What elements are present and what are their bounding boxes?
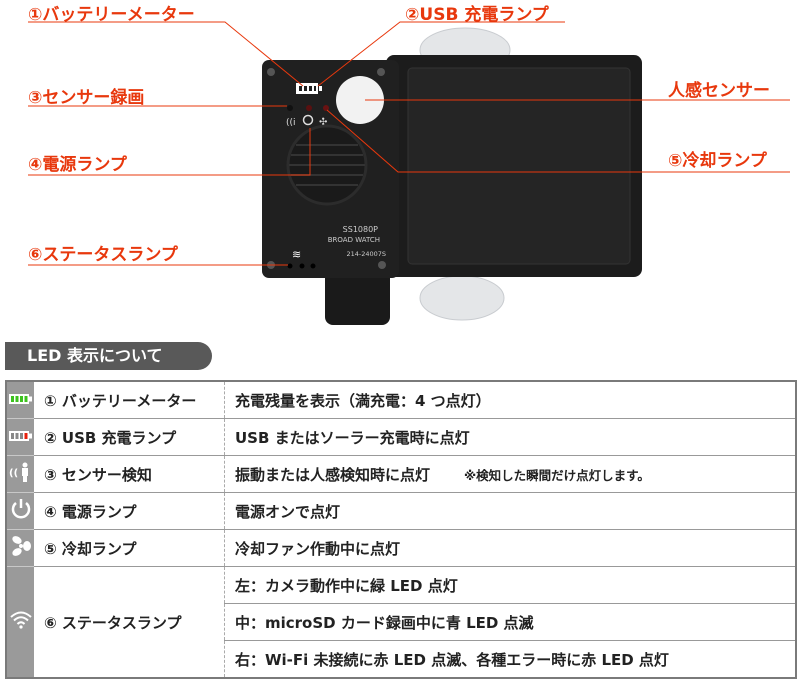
wifi-icon: ≋ (292, 248, 301, 261)
row-name: ① バッテリーメーター (34, 381, 225, 419)
callout-cooling: ⑤冷却ランプ (668, 151, 767, 171)
screw (377, 68, 385, 76)
motion-sensor-icon: (( (6, 455, 34, 493)
svg-text:((: (( (9, 468, 18, 479)
cooling-led (323, 105, 329, 111)
row-name: ⑥ ステータスランプ (34, 566, 225, 678)
solar-panel-surface (407, 67, 631, 265)
callout-usb: ②USB 充電ランプ (405, 5, 549, 25)
row-name: ④ 電源ランプ (34, 492, 225, 530)
table-row: 右：Wi-Fi 未接続に赤 LED 点滅、各種エラー時に赤 LED 点灯 (6, 641, 796, 679)
table-row: 中：microSD カード録画中に青 LED 点滅 (6, 603, 796, 641)
row-desc: 右：Wi-Fi 未接続に赤 LED 点滅、各種エラー時に赤 LED 点灯 (235, 650, 669, 669)
table-row: ⑥ ステータスランプ 左：カメラ動作中に緑 LED 点灯 (6, 566, 796, 678)
row-desc: 左：カメラ動作中に緑 LED 点灯 (224, 566, 796, 604)
table-row: ⑤ 冷却ランプ 冷却ファン作動中に点灯 (6, 529, 796, 567)
table-row: ② USB 充電ランプ USB またはソーラー充電時に点灯 (6, 418, 796, 456)
screw (378, 261, 386, 269)
fan-icon (6, 529, 34, 567)
led-table: ① バッテリーメーター 充電残量を表示（満充電：4 つ点灯） ② USB 充電ラ… (5, 380, 797, 679)
power-icon (6, 492, 34, 530)
svg-text:✣: ✣ (319, 117, 327, 128)
section-title: LED 表示について (5, 342, 212, 370)
row-desc: 中：microSD カード録画中に青 LED 点滅 (224, 603, 796, 641)
row-name: ② USB 充電ランプ (34, 418, 225, 456)
suction-cup-bottom (419, 275, 505, 321)
callout-pir: 人感センサー (668, 81, 770, 101)
sensor-led (287, 105, 293, 111)
svg-text:((i: ((i (286, 118, 296, 128)
model-label: SS1080P (343, 225, 379, 234)
table-row: ④ 電源ランプ 電源オンで点灯 (6, 492, 796, 530)
camera-illustration: ((i ✣ SS1080P BROAD WATCH 214-24007S ≋ (28, 21, 790, 325)
wifi-icon (6, 566, 34, 678)
callout-battery: ①バッテリーメーター (28, 5, 195, 25)
table-row: (( ③ センサー検知 振動または人感検知時に点灯※検知した瞬間だけ点灯します。 (6, 455, 796, 493)
brand-label: BROAD WATCH (328, 236, 380, 244)
power-led (306, 105, 312, 111)
row-desc: 充電残量を表示（満充電：4 つ点灯） (224, 381, 796, 419)
row-desc: 電源オンで点灯 (224, 492, 796, 530)
pir-sensor (336, 76, 384, 124)
callout-power: ④電源ランプ (28, 155, 127, 175)
row-desc: 冷却ファン作動中に点灯 (224, 529, 796, 567)
row-name: ③ センサー検知 (34, 455, 225, 493)
row-name: ⑤ 冷却ランプ (34, 529, 225, 567)
table-row: ① バッテリーメーター 充電残量を表示（満充電：4 つ点灯） (6, 381, 796, 419)
callout-sensor: ③センサー録画 (28, 88, 145, 108)
stand (325, 270, 390, 325)
row-desc: 振動または人感検知時に点灯※検知した瞬間だけ点灯します。 (224, 455, 796, 493)
battery-charging-icon (6, 418, 34, 456)
battery-full-icon (6, 381, 34, 419)
screw (267, 68, 275, 76)
row-desc: USB またはソーラー充電時に点灯 (224, 418, 796, 456)
callout-status: ⑥ステータスランプ (28, 245, 178, 265)
row-note: ※検知した瞬間だけ点灯します。 (464, 467, 650, 483)
cert-label: 214-24007S (346, 250, 386, 258)
leader-lines (28, 21, 790, 266)
